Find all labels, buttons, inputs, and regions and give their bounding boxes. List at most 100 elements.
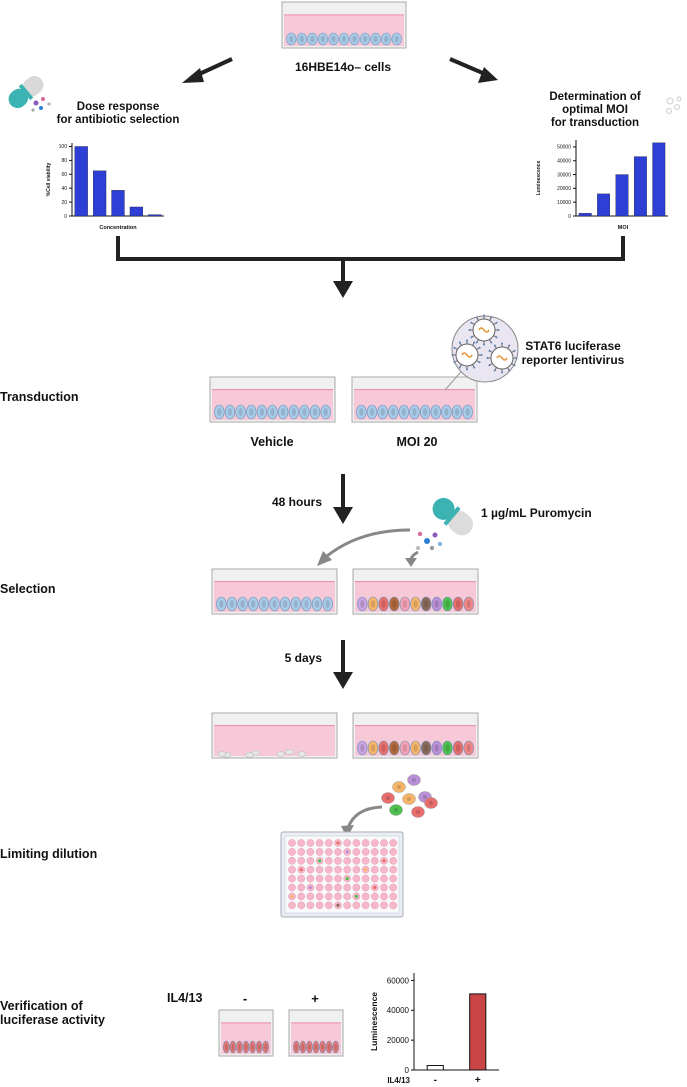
bar (469, 993, 487, 1071)
cell (409, 404, 420, 420)
well (352, 901, 361, 910)
well (361, 883, 370, 892)
y-tick-label: 0 (64, 214, 67, 220)
well (343, 901, 352, 910)
dead-cell (276, 751, 286, 757)
cell (378, 740, 389, 756)
cell (399, 596, 411, 612)
x-axis-label: IL4/13 (387, 1076, 410, 1085)
y-axis-label: Luminescence (536, 160, 542, 195)
well (297, 874, 306, 883)
well (370, 901, 379, 910)
cell (442, 596, 453, 612)
cell (222, 1040, 230, 1054)
well (380, 865, 388, 874)
y-tick-label: 40 (61, 186, 67, 192)
well (297, 857, 306, 865)
96-well-plate (280, 831, 404, 918)
well (315, 865, 324, 874)
well (288, 883, 296, 892)
well (389, 883, 398, 892)
moi-label-1: Determination of (549, 91, 641, 103)
cell (299, 1040, 307, 1054)
well (380, 848, 388, 856)
surviving-cells-dish (352, 712, 479, 759)
cell (442, 740, 453, 756)
verification-minus-dish (218, 1009, 274, 1057)
lentivirus-bubble-icon (444, 314, 519, 391)
step-transduction: Transduction (0, 390, 78, 404)
hours-label: 48 hours (272, 495, 322, 509)
well (324, 839, 333, 847)
well (306, 857, 315, 865)
well (389, 848, 398, 856)
cell (441, 404, 452, 420)
cell (306, 1040, 313, 1054)
cell (367, 596, 379, 612)
selection-moi-dish (352, 568, 479, 615)
well (343, 883, 352, 892)
step-verification-2: luciferase activity (0, 1013, 105, 1027)
well (315, 892, 324, 901)
cell (262, 1040, 270, 1054)
well (389, 892, 398, 901)
y-tick-label: 30000 (557, 172, 571, 178)
cell (431, 740, 442, 756)
cell (269, 596, 280, 612)
y-tick-label: 0 (568, 214, 571, 220)
cell (236, 1040, 243, 1054)
well (288, 839, 296, 847)
well (297, 901, 306, 910)
bar (426, 1065, 444, 1071)
lentivirus-label-1: STAT6 luciferase (525, 339, 621, 353)
well (306, 901, 315, 910)
y-tick-label: 20000 (387, 1036, 410, 1045)
bar (597, 193, 611, 217)
cell (216, 596, 227, 612)
well (334, 892, 342, 901)
dose-response-label-2: for antibiotic selection (57, 114, 180, 126)
well (297, 848, 306, 856)
isolated-cell (389, 804, 403, 816)
well (343, 839, 352, 847)
cell (325, 1040, 333, 1054)
y-tick-label: 60 (61, 172, 67, 178)
well (380, 839, 388, 847)
well (370, 874, 379, 883)
well (352, 883, 361, 892)
cell (288, 404, 299, 420)
moi20-label: MOI 20 (397, 435, 438, 449)
y-axis-label: Luminescence (369, 992, 379, 1051)
y-tick-label: 40000 (387, 1006, 410, 1015)
well (361, 901, 370, 910)
x-axis-label: Concentration (99, 225, 137, 231)
well (334, 865, 342, 874)
cell (279, 596, 291, 612)
cell (242, 1040, 250, 1054)
isolated-cell (424, 797, 438, 809)
cell (370, 32, 381, 46)
dead-cell (245, 752, 254, 758)
y-tick-label: 80 (61, 158, 67, 164)
well (389, 839, 398, 847)
cell (356, 404, 367, 420)
cell (419, 404, 431, 420)
cell (388, 404, 399, 420)
puromycin-particles-icon (416, 531, 442, 551)
cell (290, 596, 301, 612)
bar (652, 142, 666, 217)
well (334, 848, 342, 856)
cell (292, 1040, 300, 1054)
merge-arrow-head (333, 281, 353, 298)
puromycin-capsule-icon (432, 497, 473, 536)
down-arrow-5days (333, 640, 353, 689)
y-tick-label: 50000 (557, 145, 571, 151)
well (370, 892, 379, 901)
arrow-head-right (405, 558, 417, 567)
well (370, 857, 379, 865)
well (306, 865, 315, 874)
isolated-cell (392, 781, 406, 793)
well (306, 874, 315, 883)
cell (320, 404, 331, 420)
